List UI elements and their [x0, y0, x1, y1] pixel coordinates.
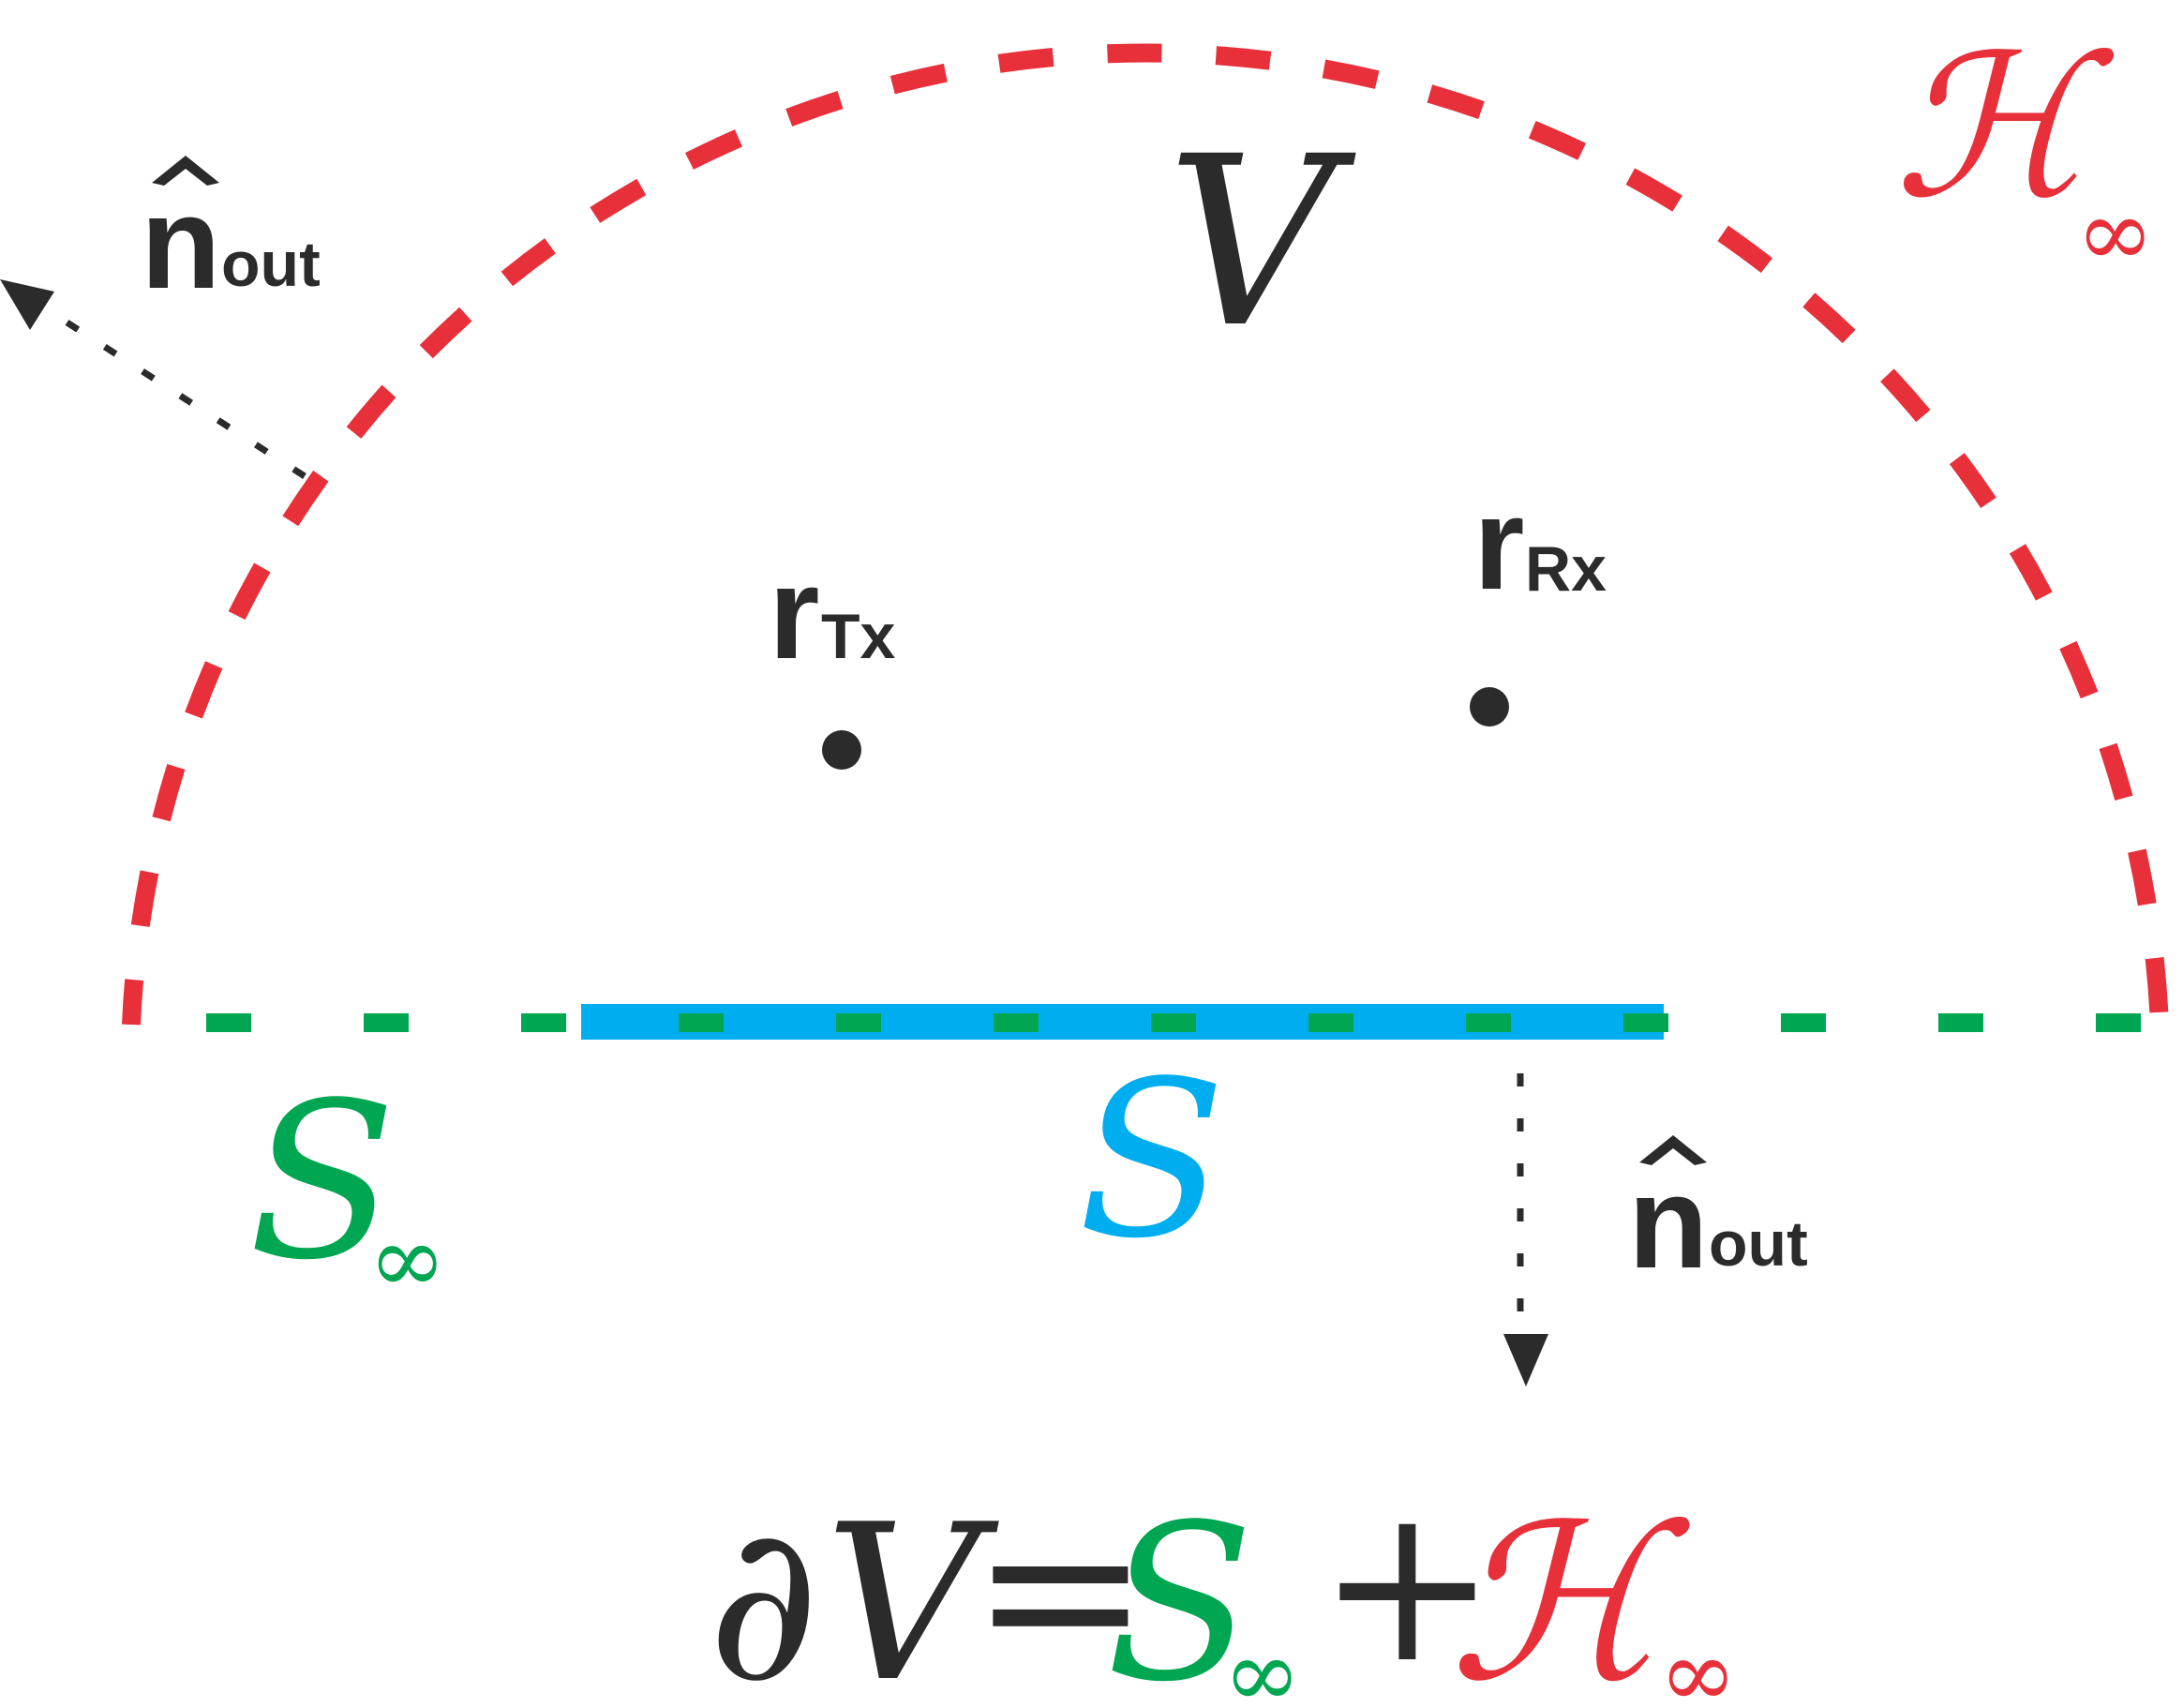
boundary-equation: ∂ V = S ∞ + ℋ ∞ [708, 1461, 1737, 1708]
surface-label: S [1078, 1036, 1226, 1286]
equation-equals: = [970, 1465, 1151, 1708]
tx-sub: Tx [821, 601, 896, 672]
equation-v: V [825, 1479, 999, 1708]
tx-main: r [769, 539, 819, 686]
hemisphere-letter: ℋ [1893, 12, 2115, 242]
tx-label: r Tx [769, 539, 896, 686]
hemisphere-normal-arrow-line [45, 307, 307, 479]
normal-sub-bottom: out [1709, 1208, 1808, 1280]
rx-sub: Rx [1525, 533, 1607, 605]
normal-label-top: n out [141, 156, 321, 316]
svg-text:n out: n out [1628, 1148, 1808, 1296]
hat-icon [1639, 1135, 1707, 1165]
hemisphere-subscript: ∞ [2076, 178, 2154, 288]
hemisphere-label: ℋ ∞ [1893, 12, 2154, 288]
equation-s: S [1106, 1479, 1254, 1708]
volume-label: V [1167, 106, 1356, 379]
equation-plus: + [1317, 1461, 1498, 1708]
rx-point [1470, 687, 1509, 727]
tx-point [822, 730, 861, 770]
s-infinity-label: S ∞ [248, 1057, 446, 1314]
normal-sub-top: out [221, 229, 321, 300]
equation-h-sub: ∞ [1659, 1619, 1737, 1708]
normal-label-bottom: n out [1628, 1135, 1808, 1296]
hemisphere-boundary [122, 43, 2169, 1026]
hemisphere-normal-arrowhead-icon [0, 279, 54, 330]
rx-label: r Rx [1473, 470, 1607, 617]
s-infinity-subscript: ∞ [368, 1205, 446, 1314]
equation-partial: ∂ [708, 1479, 819, 1708]
equation-s-sub: ∞ [1223, 1619, 1301, 1708]
hat-icon [152, 156, 219, 186]
rx-main: r [1473, 470, 1524, 617]
s-infinity-letter: S [248, 1057, 396, 1308]
surface-normal-arrowhead-icon [1503, 1334, 1548, 1386]
normal-main-top: n [141, 169, 221, 316]
svg-text:n out: n out [141, 169, 321, 316]
equation-h: ℋ [1448, 1479, 1691, 1708]
normal-main-bottom: n [1628, 1148, 1709, 1296]
